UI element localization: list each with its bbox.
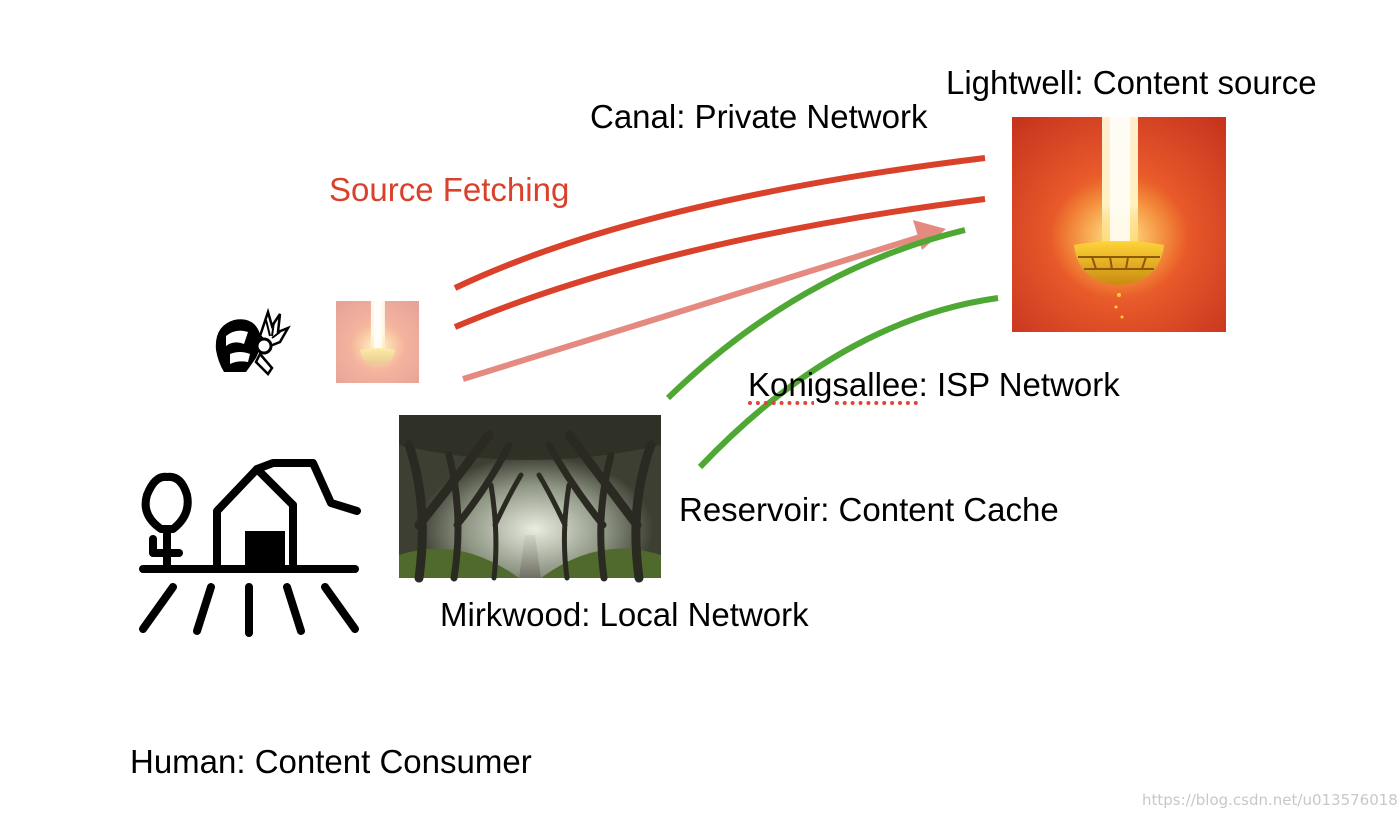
lightwell-image — [1012, 117, 1226, 332]
isp-network-curve — [665, 227, 966, 401]
reservoir-label: Reservoir: Content Cache — [679, 491, 1059, 528]
lightwell-thumbnail-image — [336, 301, 419, 383]
human-label: Human: Content Consumer — [130, 743, 532, 780]
source-fetch-curve-2 — [453, 196, 986, 330]
source-fetch-curve-1 — [453, 155, 986, 291]
watermark: https://blog.csdn.net/u013576018 — [1142, 791, 1398, 809]
forest-road-image — [399, 415, 661, 583]
konigsallee-label: Konigsallee: ISP Network — [748, 368, 1120, 401]
lightwell-label: Lightwell: Content source — [946, 64, 1317, 101]
mirkwood-label: Mirkwood: Local Network — [440, 596, 809, 633]
konigsallee-word: Konigsallee — [748, 366, 919, 403]
local-cache-curve — [697, 295, 999, 470]
canal-label: Canal: Private Network — [590, 98, 928, 135]
konigsallee-rest: : ISP Network — [918, 366, 1120, 403]
house-community-icon — [139, 459, 361, 637]
helmet-warrior-icon — [215, 307, 291, 376]
source-fetch-faded-arrow — [462, 234, 921, 382]
source-fetching-label: Source Fetching — [329, 171, 570, 208]
